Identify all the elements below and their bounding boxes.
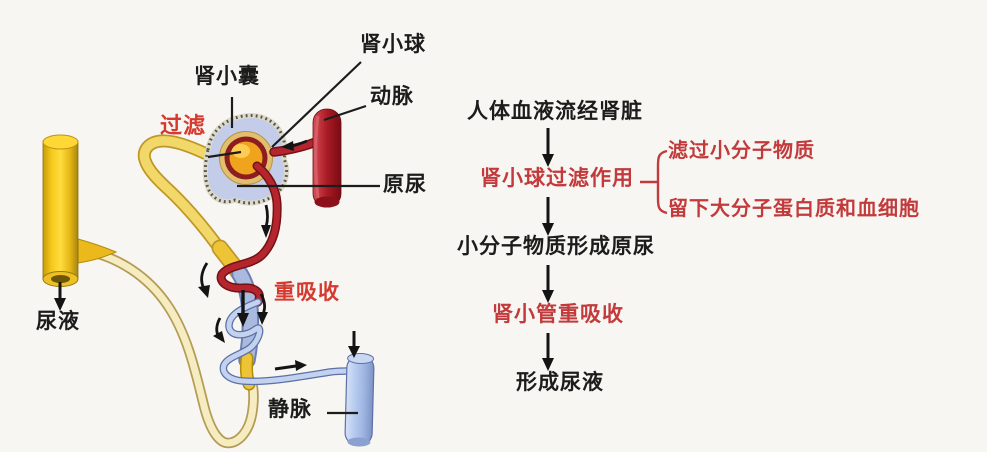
label-primary-urine: 原尿 <box>383 173 427 196</box>
flow-arrows <box>54 139 360 371</box>
label-bowmans-capsule: 肾小囊 <box>194 65 260 88</box>
proximal-tubule <box>137 134 250 285</box>
flow-branch-filter-small: 滤过小分子物质 <box>668 140 815 162</box>
label-vein: 静脉 <box>268 398 312 421</box>
flow-step-reabsorption: 肾小管重吸收 <box>492 303 624 326</box>
pointer-lines <box>207 61 380 415</box>
collecting-duct <box>42 134 118 287</box>
flow-step-urine: 形成尿液 <box>516 371 604 394</box>
label-glomerulus: 肾小球 <box>360 33 426 56</box>
capillary-to-vein <box>219 298 352 386</box>
flow-step-primary-urine: 小分子物质形成原尿 <box>457 235 655 258</box>
branch-brace <box>640 149 668 215</box>
label-filtration: 过滤 <box>160 113 207 138</box>
flow-step-filtration: 肾小球过滤作用 <box>480 167 634 190</box>
label-reabsorption: 重吸收 <box>274 281 340 304</box>
efferent-capillary <box>216 161 282 307</box>
vein-vessel <box>344 353 375 447</box>
label-artery: 动脉 <box>370 85 414 108</box>
flowchart-arrows <box>542 128 554 371</box>
flow-step-blood: 人体血液流经肾脏 <box>467 100 643 123</box>
pale-tubule-loop <box>78 244 259 449</box>
artery-vessel <box>269 108 342 208</box>
flow-branch-keep-large: 留下大分子蛋白质和血细胞 <box>668 198 920 220</box>
label-urine: 尿液 <box>36 310 80 333</box>
